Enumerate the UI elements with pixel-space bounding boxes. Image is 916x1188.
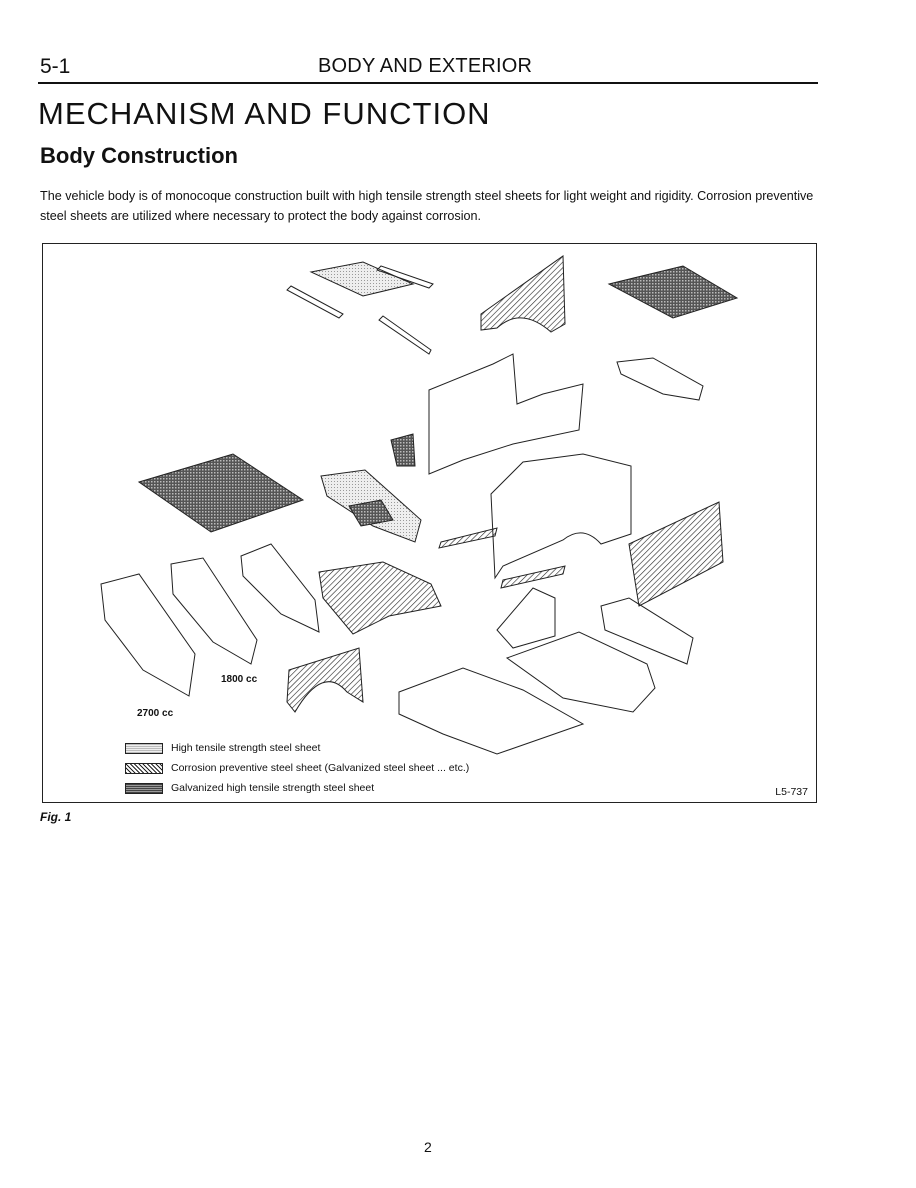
legend-label: Galvanized high tensile strength steel s… bbox=[171, 782, 375, 794]
intro-paragraph: The vehicle body is of monocoque constru… bbox=[40, 189, 814, 223]
legend-row: High tensile strength steel sheet bbox=[125, 738, 469, 758]
legend: High tensile strength steel sheet Corros… bbox=[125, 738, 469, 798]
legend-swatch-corrosion-preventive bbox=[125, 762, 163, 774]
rear-wheel-house bbox=[496, 587, 556, 649]
side-sill bbox=[500, 565, 566, 589]
roof-rail-rear bbox=[376, 265, 434, 289]
label-2700cc: 2700 cc bbox=[137, 708, 174, 719]
section-heading: Body Construction bbox=[40, 143, 238, 168]
roof-rail-front bbox=[286, 285, 344, 319]
hood bbox=[137, 453, 305, 533]
radiator-support-1800 bbox=[170, 557, 258, 665]
front-apron bbox=[240, 543, 320, 633]
section-title: BODY AND EXTERIOR bbox=[318, 55, 533, 77]
front-wheel-house bbox=[318, 561, 442, 635]
front-fender-lower bbox=[286, 647, 364, 713]
side-outer-panel bbox=[490, 453, 632, 580]
label-1800cc: 1800 cc bbox=[221, 674, 258, 685]
radiator-support-2700 bbox=[100, 573, 196, 697]
section-number: 5-1 bbox=[40, 55, 71, 78]
legend-row: Corrosion preventive steel sheet (Galvan… bbox=[125, 758, 469, 778]
legend-label: High tensile strength steel sheet bbox=[171, 742, 321, 754]
rear-cross-member bbox=[600, 597, 694, 665]
page-title: MECHANISM AND FUNCTION bbox=[38, 96, 491, 131]
header-rule bbox=[38, 82, 818, 84]
trunk-lid bbox=[607, 265, 739, 319]
door-outer-panel bbox=[628, 501, 724, 607]
figure-caption: Fig. 1 bbox=[40, 810, 72, 824]
figure-code: L5-737 bbox=[775, 786, 808, 798]
legend-swatch-galvanized-high-tensile bbox=[125, 782, 163, 794]
legend-swatch-high-tensile bbox=[125, 742, 163, 754]
figure-box: 1800 cc 2700 cc High tensile strength st… bbox=[42, 243, 817, 803]
legend-row: Galvanized high tensile strength steel s… bbox=[125, 778, 469, 798]
center-pillar bbox=[390, 433, 416, 467]
roof-panel bbox=[309, 261, 415, 297]
roof-bow bbox=[378, 315, 432, 355]
legend-label: Corrosion preventive steel sheet (Galvan… bbox=[171, 762, 470, 774]
cowl-reinforcement bbox=[348, 499, 394, 527]
rear-floor-pan bbox=[505, 631, 656, 713]
rocker-inner bbox=[438, 527, 498, 549]
front-floor-pan bbox=[398, 667, 585, 755]
front-fender bbox=[480, 255, 566, 333]
body-construction-diagram bbox=[100, 255, 739, 755]
page-number: 2 bbox=[424, 1139, 432, 1155]
rear-panel bbox=[616, 357, 704, 401]
side-inner-structure bbox=[428, 353, 584, 475]
